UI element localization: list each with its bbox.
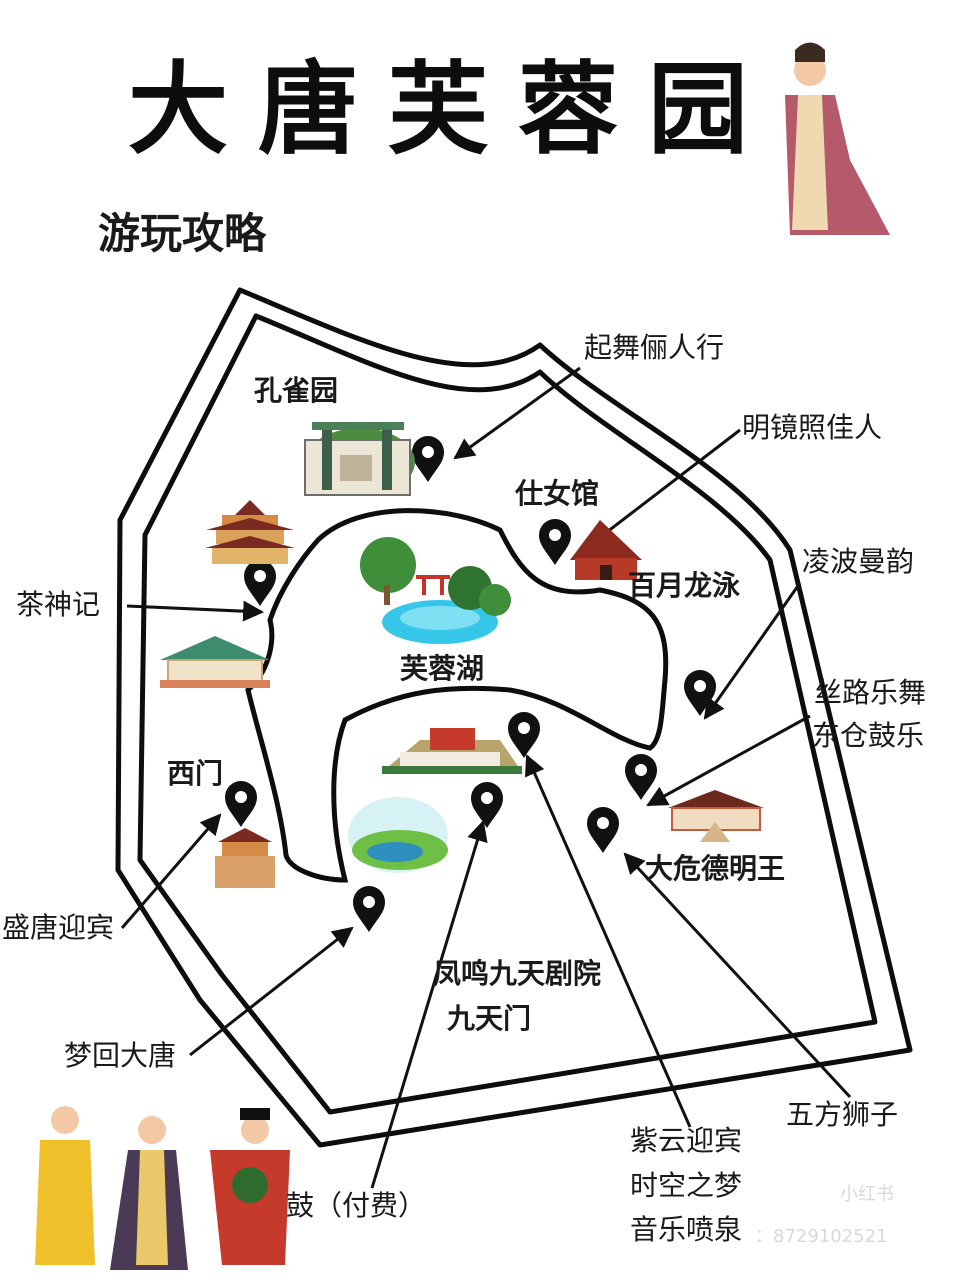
location-pin-icon <box>625 754 657 800</box>
lake-icon <box>360 537 511 644</box>
label-baiyue-longyong: 百月龙泳 <box>628 569 741 602</box>
label-west-gate: 西门 <box>167 757 224 790</box>
location-pin-icon <box>412 436 444 482</box>
pagoda-icon <box>205 500 295 564</box>
arrow-ziyun <box>524 754 692 1128</box>
location-pin-icon <box>353 886 385 932</box>
location-pin-icon <box>244 560 276 606</box>
label-silu: 丝路乐舞 <box>814 676 927 709</box>
arrow-lingbo <box>703 582 802 720</box>
arrow-chashen <box>126 600 265 622</box>
palace-icon <box>160 636 270 688</box>
label-menghui: 梦回大唐 <box>64 1039 177 1072</box>
label-shikong: 时空之梦 <box>630 1169 743 1202</box>
location-pin-icon <box>471 782 503 828</box>
label-ziyun: 紫云迎宾 <box>630 1124 743 1157</box>
ladies-hall-icon <box>570 520 642 580</box>
location-pin-icon <box>508 712 540 758</box>
page-subtitle: 游玩攻略 <box>98 209 267 258</box>
location-pin-icon <box>225 781 257 827</box>
location-pin-icon <box>539 519 571 565</box>
label-theater: 凤鸣九天剧院 <box>433 957 602 990</box>
pond-icon <box>348 797 448 873</box>
arrow-menghui <box>189 926 354 1057</box>
label-mingjing: 明镜照佳人 <box>742 411 883 444</box>
label-ladies-hall: 仕女馆 <box>515 477 600 510</box>
label-vidya-king: 大危德明王 <box>645 852 786 885</box>
arrow-drum <box>370 819 488 1189</box>
label-chashen: 茶神记 <box>16 588 101 621</box>
arrow-shengtang <box>120 813 222 929</box>
label-jiutianmen: 九天门 <box>447 1002 532 1035</box>
label-shengtang: 盛唐迎宾 <box>2 911 115 944</box>
arrow-qiwu <box>453 366 581 460</box>
label-qiwu: 起舞俪人行 <box>584 331 725 364</box>
arrow-silu <box>646 714 811 807</box>
east-palace-icon <box>668 790 764 842</box>
label-wufang: 五方狮子 <box>786 1098 899 1131</box>
label-peacock-garden: 孔雀园 <box>254 374 339 407</box>
park-boundary <box>115 287 913 1148</box>
lake-region-outline <box>245 508 669 883</box>
leader-lines <box>120 366 852 1189</box>
watermark-id: ：8729102521 <box>755 1226 888 1247</box>
label-fountain: 音乐喷泉 <box>630 1213 743 1246</box>
page-title: 大唐芙蓉园 <box>128 51 778 168</box>
tang-figures-icon <box>35 1106 290 1270</box>
west-gate-icon <box>215 828 275 888</box>
label-drum: 鼓（付费） <box>286 1189 427 1222</box>
watermark-logo: 小红书 <box>840 1184 894 1205</box>
peacock-gate-icon <box>304 422 415 496</box>
label-dongcang: 东仓鼓乐 <box>812 719 925 752</box>
central-palace-icon <box>382 728 522 774</box>
label-lotus-lake: 芙蓉湖 <box>400 652 485 685</box>
location-pin-icon <box>587 807 619 853</box>
tang-lady-figure-icon <box>785 42 890 235</box>
arrow-wufang <box>623 852 852 1099</box>
line-mingjing <box>589 428 741 547</box>
label-lingbo: 凌波曼韵 <box>802 545 915 578</box>
